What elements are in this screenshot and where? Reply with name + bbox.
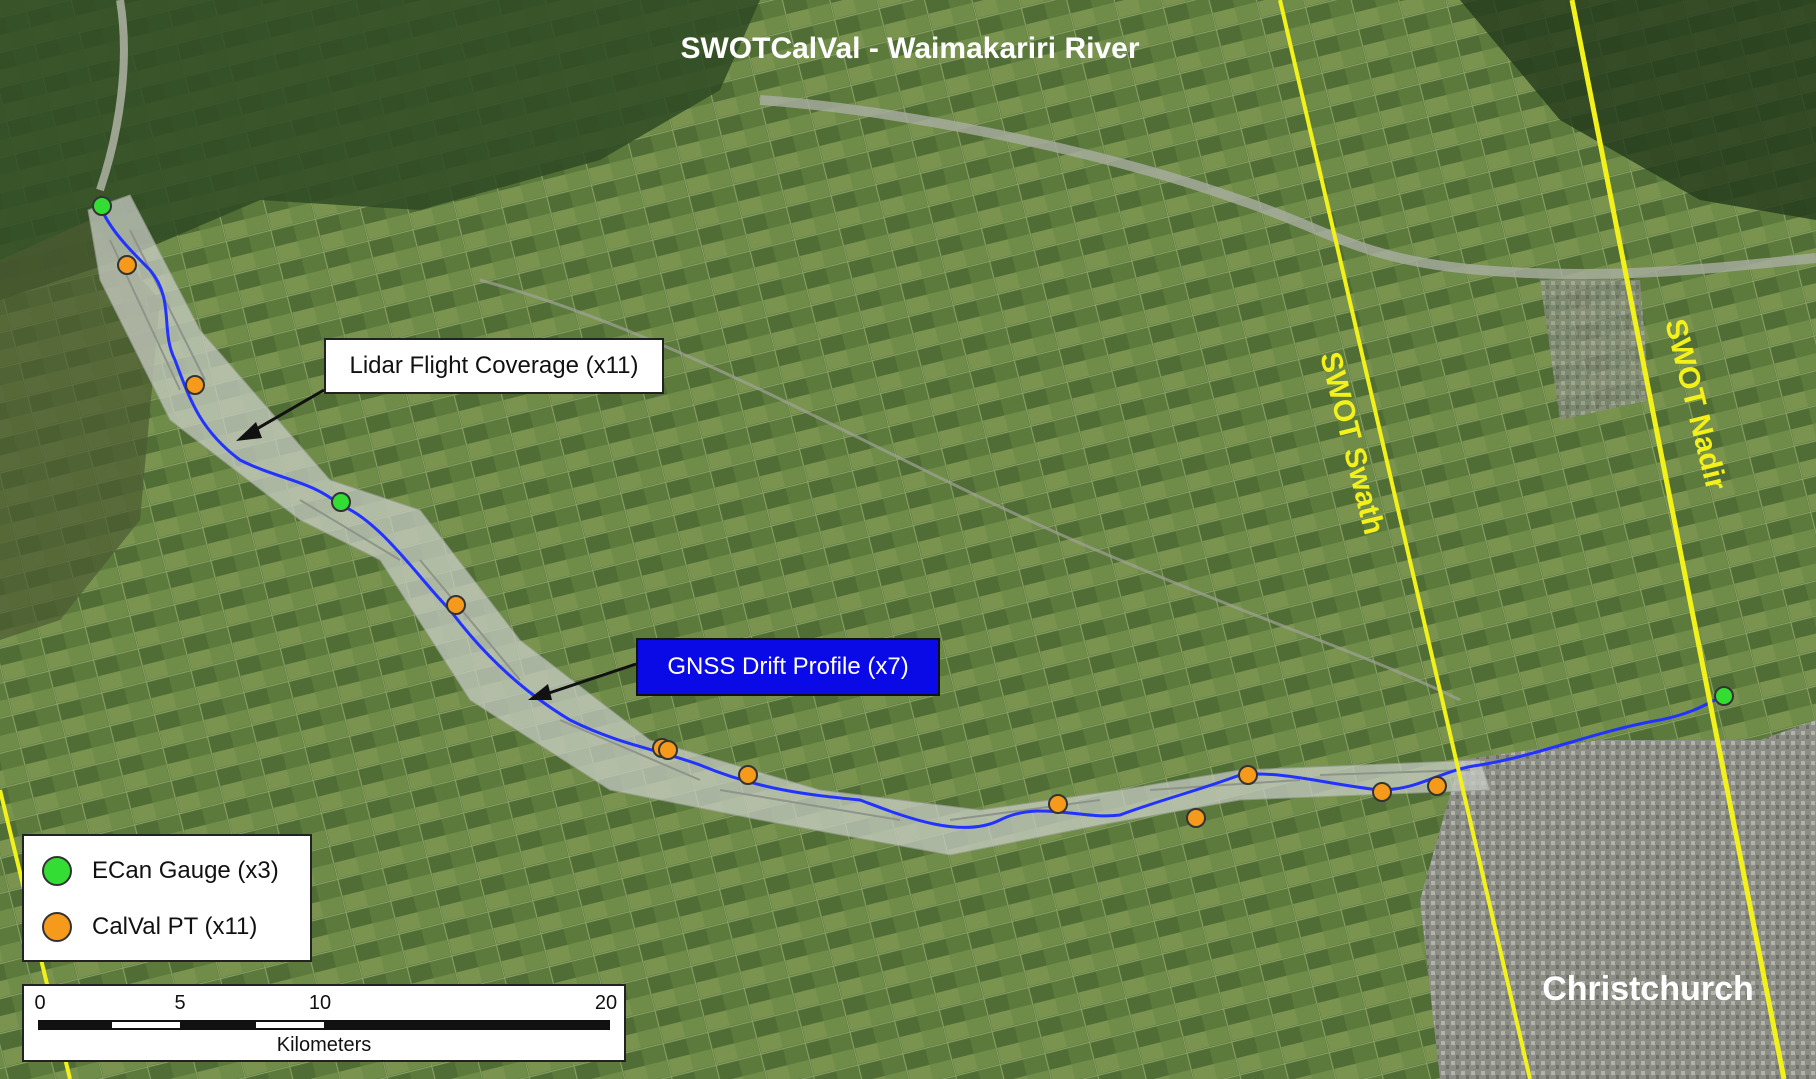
gnss-drift-callout: GNSS Drift Profile (x7) <box>636 638 940 696</box>
calval-pt-marker <box>1186 808 1206 828</box>
scale-bar-segment <box>38 1020 110 1030</box>
city-label: Christchurch <box>1542 970 1754 1008</box>
scale-bar-segment <box>110 1020 182 1030</box>
ecan-gauge-marker <box>92 196 112 216</box>
scale-bar-segment <box>182 1020 254 1030</box>
calval-pt-marker <box>658 740 678 760</box>
ecan-gauge-marker <box>1714 686 1734 706</box>
ecan-gauge-marker <box>331 492 351 512</box>
calval-pt-marker <box>1238 765 1258 785</box>
urban-area <box>1420 720 1816 1079</box>
lidar-coverage-callout: Lidar Flight Coverage (x11) <box>324 338 664 394</box>
forest-top-right <box>1460 0 1816 220</box>
calval-pt-marker <box>1372 782 1392 802</box>
lidar-coverage <box>87 194 1491 856</box>
hills-left <box>0 220 160 640</box>
river-upper <box>96 0 128 192</box>
legend-item-calval-pt: CalVal PT (x11) <box>42 912 257 942</box>
gnss-callout-arrow <box>528 662 637 700</box>
scale-unit-label: Kilometers <box>276 1034 372 1056</box>
scale-tick-label: 5 <box>174 992 186 1014</box>
lidar-callout-arrow <box>236 388 325 441</box>
mountain-area <box>0 0 760 300</box>
swot-nadir-line <box>1569 0 1787 1079</box>
scale-tick-label: 0 <box>34 992 46 1014</box>
legend-item-label: CalVal PT (x11) <box>92 913 258 940</box>
gnss-drift-callout-text: GNSS Drift Profile (x7) <box>667 653 909 680</box>
map-title: SWOTCalVal - Waimakariri River <box>680 32 1139 65</box>
braided-river-north <box>759 95 1816 280</box>
calval-pt-marker <box>446 595 466 615</box>
legend: ECan Gauge (x3) CalVal PT (x11) <box>22 834 312 962</box>
scale-bar: 0 5 10 20 Kilometers <box>22 984 626 1062</box>
calval-pt-marker <box>738 765 758 785</box>
lidar-flight-lines <box>109 229 1471 821</box>
swot-swath-line-east <box>1278 0 1532 1079</box>
calval-pt-marker <box>1427 776 1447 796</box>
scale-bar-segment <box>254 1020 326 1030</box>
scale-bar-segment <box>326 1020 610 1030</box>
lidar-coverage-callout-text: Lidar Flight Coverage (x11) <box>349 352 639 379</box>
calval-pt-marker <box>185 375 205 395</box>
calval-pt-marker <box>1048 794 1068 814</box>
green-dot-icon <box>42 856 72 886</box>
orange-dot-icon <box>42 912 72 942</box>
legend-item-label: ECan Gauge (x3) <box>92 857 279 884</box>
scale-tick-label: 10 <box>308 992 332 1014</box>
urban-north <box>1540 280 1650 420</box>
calval-pt-marker <box>117 255 137 275</box>
gnss-drift-profile <box>98 205 1725 829</box>
legend-item-ecan-gauge: ECan Gauge (x3) <box>42 856 279 886</box>
scale-tick-label: 20 <box>594 992 618 1014</box>
